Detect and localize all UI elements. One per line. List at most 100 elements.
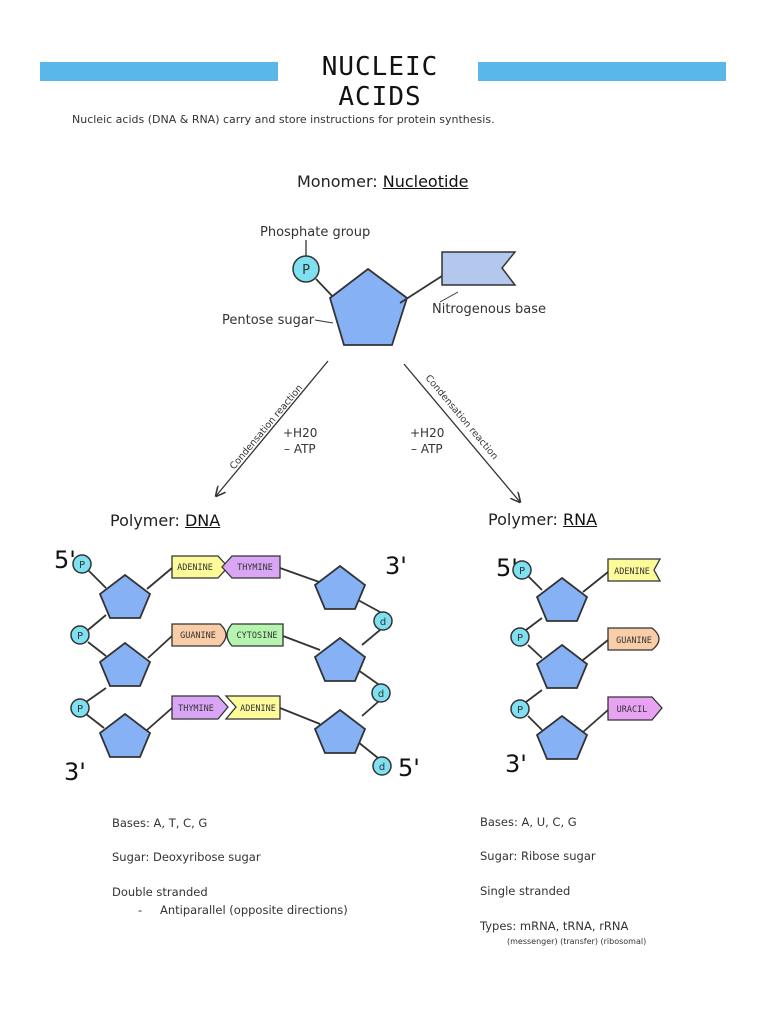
sugar-base-bond: [399, 275, 443, 304]
dna-bond-cytosine: [282, 635, 321, 651]
base-label-connector: [439, 291, 459, 303]
dna-left-backbone-5: [85, 713, 105, 729]
rna-base-uracil: [607, 696, 663, 721]
dna-left-backbone-1: [87, 569, 107, 589]
dna-base-adenine-2-label: ADENINE: [240, 704, 276, 714]
dna-left-backbone-4: [85, 687, 107, 703]
rna-sugar-1: [535, 576, 589, 622]
dna-base-cytosine: [226, 623, 284, 647]
dna-bond-guanine: [147, 635, 173, 659]
dna-five-prime-top: 5': [54, 546, 76, 574]
arrow-to-dna: [216, 360, 329, 496]
rna-phosphate-3: [510, 699, 530, 719]
pentose-sugar-pentagon: [328, 267, 409, 346]
rna-bases-info: Bases: A, U, C, G: [480, 815, 577, 829]
dna-bond-thymine-2: [146, 707, 173, 731]
dna-right-backbone-3: [357, 669, 379, 685]
rna-types-detail: (messenger) (transfer) (ribosomal): [507, 937, 647, 946]
dna-bond-adenine-2: [279, 707, 321, 725]
rna-base-guanine-label: GUANINE: [616, 636, 652, 646]
dna-bond-adenine: [146, 567, 173, 590]
dna-antiparallel-bullet: -: [138, 903, 143, 917]
rna-polymer-label: Polymer:: [488, 510, 563, 529]
dna-right-backbone-1: [357, 599, 381, 613]
rna-phosphate-2-symbol: P: [517, 633, 523, 644]
dna-three-prime-bottom: 3': [64, 758, 86, 786]
dna-bases-info: Bases: A, T, C, G: [112, 816, 208, 830]
title-bar-left: [40, 62, 278, 81]
title-bar-right: [478, 62, 726, 81]
phosphate-symbol: P: [302, 263, 310, 278]
dna-strand-info: Double stranded: [112, 885, 208, 899]
dna-left-backbone-3: [87, 641, 107, 657]
rna-five-prime: 5': [496, 554, 518, 582]
dna-sugar-left-2: [98, 641, 152, 687]
dna-base-thymine-1: [221, 555, 281, 579]
dna-phosphate-1: [72, 554, 92, 574]
intro-text: Nucleic acids (DNA & RNA) carry and stor…: [72, 113, 495, 126]
dna-base-guanine: [171, 623, 227, 647]
sugar-label-connector: [314, 319, 334, 324]
dna-sugar-left-3: [98, 712, 152, 758]
dna-base-adenine-1: [171, 555, 229, 579]
dna-right-backbone-5: [357, 741, 379, 759]
rna-sugar-3: [535, 714, 589, 760]
pentose-sugar-label: Pentose sugar: [222, 313, 315, 328]
rna-three-prime: 3': [505, 750, 527, 778]
dna-base-thymine-1-label: THYMINE: [237, 563, 273, 573]
dna-base-guanine-label: GUANINE: [180, 631, 216, 641]
nitrogenous-base-label: Nitrogenous base: [432, 302, 546, 317]
dna-antiparallel-info: Antiparallel (opposite directions): [160, 903, 348, 917]
dna-base-cytosine-label: CYTOSINE: [237, 631, 278, 641]
arrow-to-rna: [403, 363, 520, 502]
rna-base-adenine-label: ADENINE: [614, 567, 650, 577]
page-title: NUCLEIC ACIDS: [321, 52, 439, 112]
dna-phosphate-2-symbol: P: [77, 631, 83, 642]
dna-base-thymine-2-label: THYMINE: [178, 704, 214, 714]
nitrogenous-base-flag: [441, 251, 517, 286]
dna-bond-thymine: [279, 567, 323, 584]
dna-sugar-right-3: [313, 708, 367, 754]
monomer-heading: Monomer: Nucleotide: [297, 172, 468, 191]
monomer-name: Nucleotide: [382, 172, 469, 191]
rna-name: RNA: [562, 510, 598, 529]
rna-heading: Polymer: RNA: [488, 510, 597, 529]
atp-left: – ATP: [284, 442, 316, 456]
rna-phosphate-2: [510, 627, 530, 647]
atp-right: – ATP: [411, 442, 443, 456]
dna-phosphate-2: [70, 625, 90, 645]
rna-backbone-4: [525, 689, 543, 703]
dna-phosphate-3: [70, 698, 90, 718]
dna-three-prime-top: 3': [385, 552, 407, 580]
rna-strand-info: Single stranded: [480, 884, 571, 898]
rna-backbone-3: [527, 644, 543, 659]
rna-base-guanine: [607, 627, 660, 651]
dna-sugar-right-1: [313, 564, 367, 610]
rna-bond-guanine: [582, 639, 609, 661]
water-left: +H20: [283, 426, 317, 440]
dna-sugar-info: Sugar: Deoxyribose sugar: [112, 850, 261, 864]
dna-d-3-symbol: d: [379, 762, 385, 773]
dna-heading: Polymer: DNA: [110, 511, 220, 530]
rna-bond-adenine: [582, 571, 609, 593]
water-right: +H20: [410, 426, 444, 440]
dna-d-1: [373, 611, 393, 631]
dna-five-prime-bottom: 5': [398, 754, 420, 782]
rna-bond-uracil: [582, 709, 609, 733]
rna-backbone-1: [527, 575, 543, 591]
dna-sugar-left-1: [98, 573, 152, 619]
dna-left-backbone-2: [87, 614, 107, 631]
monomer-label: Monomer:: [297, 172, 383, 191]
dna-base-adenine-2: [224, 695, 281, 720]
phosphate-circle: [292, 255, 320, 283]
rna-phosphate-1-symbol: P: [519, 566, 525, 577]
rna-backbone-2: [525, 617, 543, 631]
rna-phosphate-3-symbol: P: [517, 705, 523, 716]
dna-base-thymine-2: [171, 695, 229, 720]
rna-sugar-2: [535, 643, 589, 689]
rna-base-adenine: [607, 558, 662, 582]
dna-polymer-label: Polymer:: [110, 511, 185, 530]
dna-right-backbone-2: [361, 629, 381, 646]
dna-d-1-symbol: d: [380, 617, 386, 628]
